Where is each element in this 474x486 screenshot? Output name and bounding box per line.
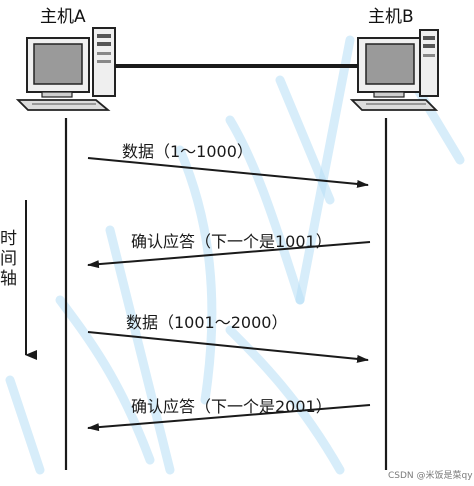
message-label: 数据（1～1000）: [122, 142, 253, 161]
host-a-computer-icon: [15, 27, 116, 111]
footer-credit: CSDN @米饭是菜qy: [388, 469, 473, 481]
host-b-computer-icon: [349, 29, 439, 111]
host-a-label: 主机A: [40, 7, 86, 27]
host-b-label: 主机B: [368, 7, 414, 27]
time-axis-label-char: 间: [0, 249, 17, 269]
time-axis-label-char: 时: [0, 229, 17, 249]
message-label: 数据（1001～2000）: [126, 313, 287, 332]
message-arrow-data-1: [87, 157, 369, 188]
watermark: [5, 35, 465, 475]
message-arrow-ack-1: [87, 241, 371, 269]
message-arrow-ack-2: [87, 404, 371, 432]
message-arrow-data-2: [87, 331, 369, 363]
message-label: 确认应答（下一个是2001）: [131, 397, 332, 416]
message-label: 确认应答（下一个是1001）: [131, 232, 332, 251]
time-axis-label-char: 轴: [0, 269, 17, 289]
